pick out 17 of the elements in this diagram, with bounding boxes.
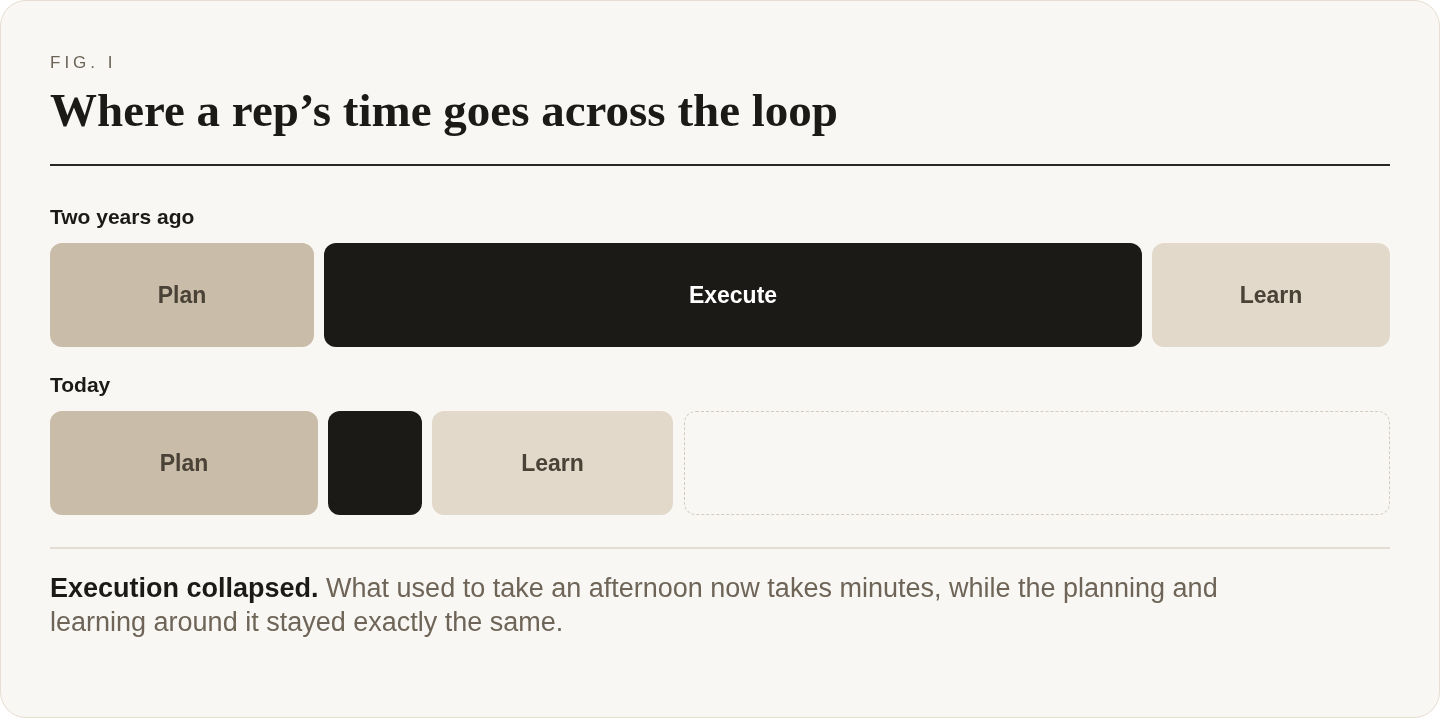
segment-label: Plan <box>157 281 207 309</box>
time-segment <box>1152 243 1390 347</box>
time-segment <box>324 243 1142 347</box>
empty-segment <box>684 411 1390 515</box>
row-label: Today <box>50 373 111 397</box>
segment-label: Plan <box>159 449 209 477</box>
time-segment <box>432 411 673 515</box>
time-segment <box>50 243 314 347</box>
figure-number: FIG. I <box>50 53 117 73</box>
title: Where a rep’s time goes across the loop <box>50 83 838 137</box>
segment-label: Learn <box>521 449 584 477</box>
time-segment <box>328 411 422 515</box>
caption: Execution collapsed. What used to take an afternoon now takes minutes, while the planning and learning around it stayed exactly the same. <box>50 572 1219 639</box>
row-label: Two years ago <box>50 205 195 229</box>
segment-label: Execute <box>688 281 778 309</box>
segment-label: Learn <box>1239 281 1303 309</box>
time-segment <box>50 411 318 515</box>
